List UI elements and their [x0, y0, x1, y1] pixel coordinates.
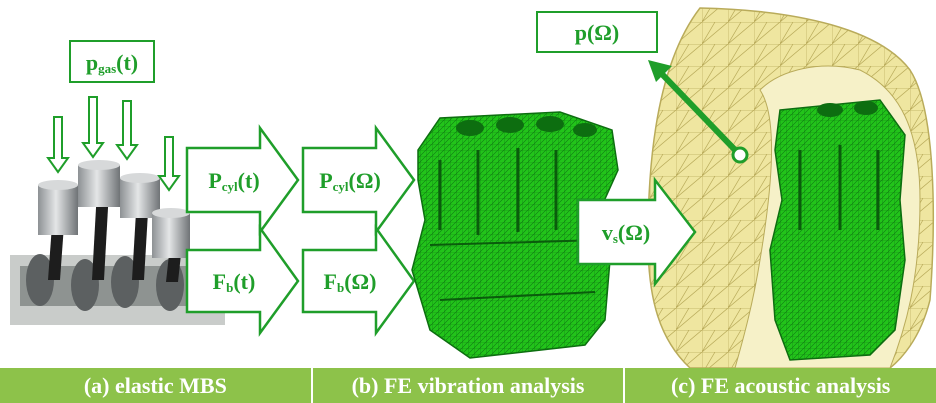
gas-force-arrows [46, 96, 181, 192]
piston-4 [152, 208, 190, 258]
right-arrow-icon [301, 224, 416, 337]
right-arrow-icon [301, 124, 416, 236]
down-arrow-icon [46, 116, 70, 174]
caption-fe-acoustic: (c) FE acoustic analysis [625, 368, 936, 403]
vs-arrow: vs(Ω) [576, 176, 697, 288]
transfer-arrows-a-b [185, 124, 416, 337]
down-arrow-icon [81, 96, 105, 159]
right-arrow-icon [185, 124, 300, 236]
caption-elastic-mbs: (a) elastic MBS [0, 368, 313, 403]
pgas-label-box: pgas(t) [69, 40, 155, 83]
right-arrow-icon [185, 224, 300, 337]
pcyl-omega-label: Pcyl(Ω) [319, 168, 381, 194]
pgas-main: p [86, 50, 98, 75]
down-arrow-icon [157, 136, 181, 192]
svg-text:pgas(t): pgas(t) [86, 50, 138, 76]
p-omega-label-box: p(Ω) [536, 11, 658, 53]
caption-fe-vibration: (b) FE vibration analysis [312, 368, 626, 403]
piston-1 [38, 180, 78, 235]
piston-2 [78, 160, 120, 207]
engine-block-fe-mesh [411, 111, 619, 359]
svg-text:p(Ω): p(Ω) [575, 20, 620, 45]
fb-omega-label: Fb(Ω) [324, 269, 377, 295]
pgas-arg: (t) [116, 50, 138, 75]
down-arrow-icon [115, 100, 139, 161]
caption-bar: (a) elastic MBS (b) FE vibration analysi… [0, 368, 936, 403]
pcyl-t-label: Pcyl(t) [208, 168, 259, 194]
pressure-pointer [648, 60, 749, 164]
fb-t-label: Fb(t) [213, 269, 256, 295]
observation-point-icon [731, 146, 749, 164]
acoustic-fe-mesh [647, 7, 935, 369]
pgas-sub: gas [98, 61, 116, 76]
svg-text:vs(Ω): vs(Ω) [602, 220, 650, 246]
